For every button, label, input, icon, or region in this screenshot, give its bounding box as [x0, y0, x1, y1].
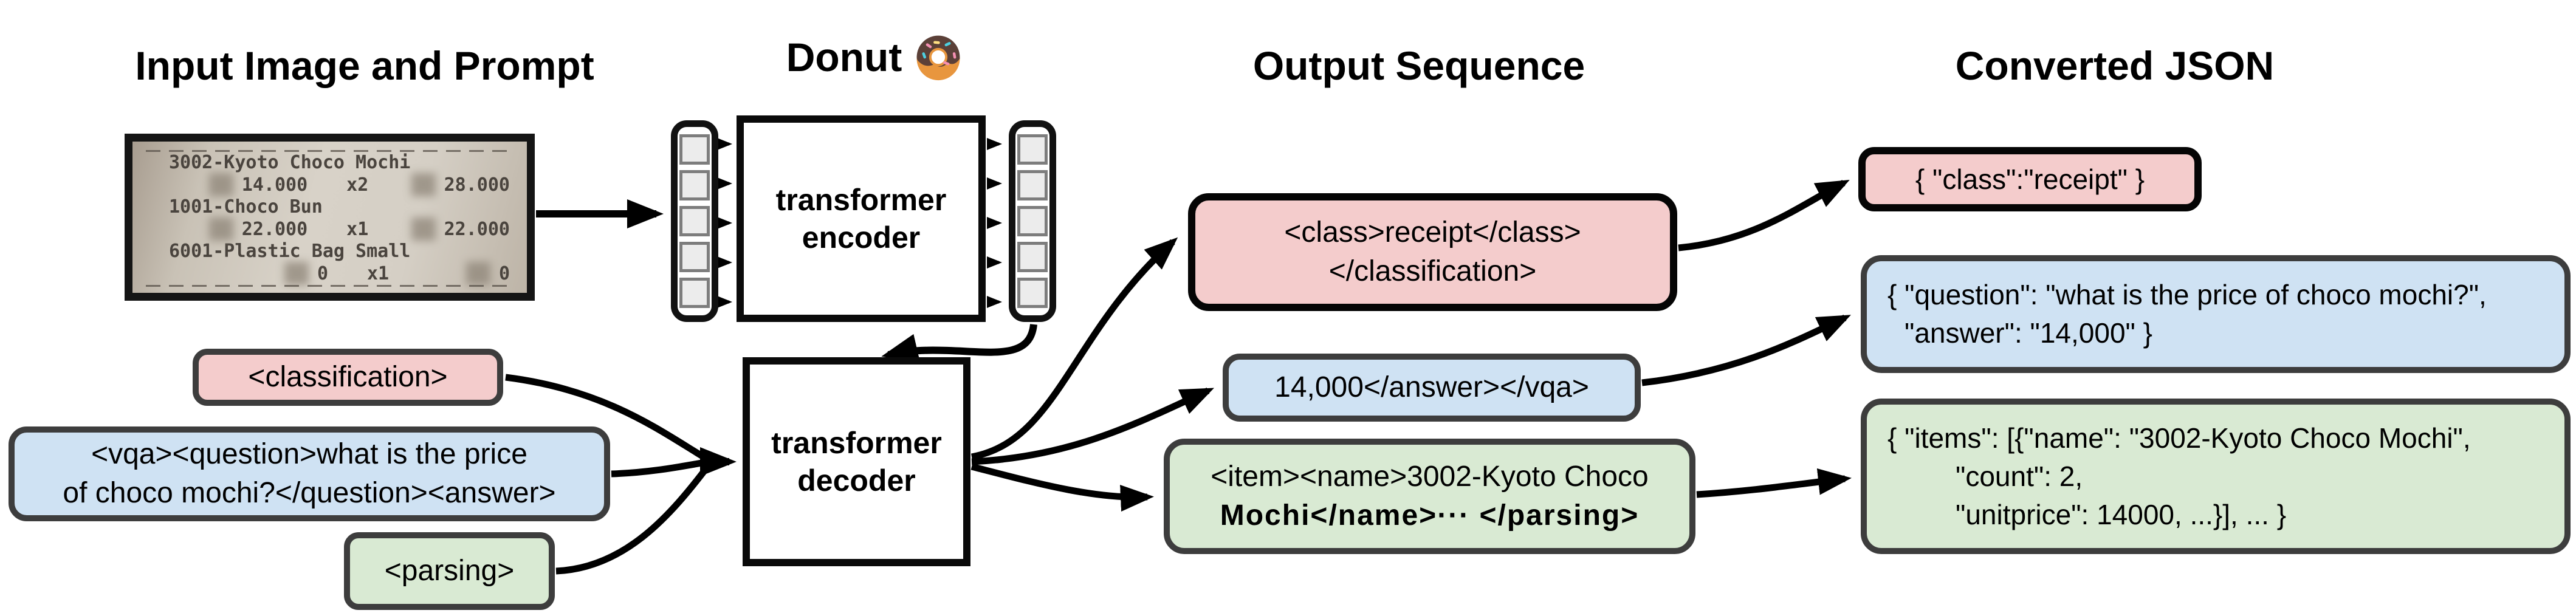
json-vqa-line2: "answer": "14,000" }	[1905, 317, 2153, 349]
receipt-qty: x2	[346, 174, 369, 196]
patch-token	[679, 170, 710, 200]
embedding-token	[1017, 170, 1048, 200]
receipt-divider	[146, 285, 513, 287]
json-classification-text: { "class":"receipt" }	[1915, 163, 2145, 195]
receipt-price: 0	[317, 262, 328, 284]
encoder-label-line2: encoder	[802, 221, 921, 255]
output-classification-box: <class>receipt</class> </classification>	[1188, 193, 1677, 311]
output-parsing-box: <item><name>3002-Kyoto Choco Mochi</name…	[1164, 439, 1695, 554]
receipt-price: 14.000	[241, 174, 308, 196]
receipt-image: 3002-Kyoto Choco Mochi 14.000 x2 28.000 …	[125, 134, 535, 301]
json-parsing-line2: "count": 2,	[1956, 460, 2083, 492]
donut-icon	[916, 35, 960, 81]
json-classification-box: { "class":"receipt" }	[1858, 147, 2202, 211]
json-vqa-box: { "question": "what is the price of choc…	[1861, 255, 2571, 373]
page-title-donut: Donut	[747, 32, 1003, 83]
decoder-box: transformer decoder	[743, 357, 970, 566]
arrow-decoder-to-parsing	[970, 463, 1154, 512]
output-vqa-box: 14,000</answer></vqa>	[1223, 354, 1641, 422]
prompt-vqa-line2: of choco mochi?</question><answer>	[63, 477, 556, 509]
arrow-parsing-to-json	[1696, 468, 1852, 498]
arrow-prompt-vqa	[611, 458, 709, 478]
prompt-classification-box: <classification>	[193, 349, 503, 406]
patch-column-input	[671, 120, 718, 322]
prompt-parsing-box: <parsing>	[344, 532, 555, 610]
patch-token	[679, 134, 710, 165]
decoder-label-line2: decoder	[797, 464, 916, 498]
arrow-decoder-to-classification	[970, 237, 1178, 461]
censor-patch	[411, 173, 436, 196]
receipt-qty: x1	[346, 218, 369, 240]
patch-token	[679, 206, 710, 236]
output-classification-line1: <class>receipt</class>	[1284, 216, 1581, 248]
donut-title-text: Donut	[786, 35, 902, 80]
prompt-classification-text: <classification>	[248, 361, 448, 393]
receipt-item-name: 3002-Kyoto Choco Mochi	[169, 152, 411, 173]
prompt-vqa-box: <vqa><question>what is the price of choc…	[9, 426, 610, 521]
receipt-total: 28.000	[444, 174, 510, 196]
output-vqa-text: 14,000</answer></vqa>	[1274, 371, 1589, 403]
page-title-json: Converted JSON	[1955, 43, 2275, 88]
encoder-label-line1: transformer	[775, 183, 947, 217]
output-parsing-line1: <item><name>3002-Kyoto Choco	[1211, 461, 1649, 493]
prompt-vqa-line1: <vqa><question>what is the price	[91, 438, 527, 470]
censor-patch	[284, 262, 309, 285]
receipt-item-numbers: 14.000 x2 28.000	[146, 173, 513, 196]
patch-token	[679, 242, 710, 272]
json-parsing-line1: { "items": [{"name": "3002-Kyoto Choco M…	[1887, 422, 2471, 454]
page-title-output: Output Sequence	[1252, 43, 1585, 88]
receipt-total: 22.000	[444, 218, 510, 240]
patch-column-output	[1009, 120, 1056, 322]
censor-patch	[411, 217, 436, 241]
json-parsing-line3: "unitprice": 14000, ...}], ... }	[1956, 498, 2287, 530]
json-parsing-box: { "items": [{"name": "3002-Kyoto Choco M…	[1861, 399, 2571, 554]
json-vqa-line1: { "question": "what is the price of choc…	[1887, 279, 2487, 310]
embedding-token	[1017, 242, 1048, 272]
embedding-token	[1017, 206, 1048, 236]
receipt-item-numbers: 0 x1 0	[146, 262, 513, 285]
receipt-item-numbers: 22.000 x1 22.000	[146, 217, 513, 241]
arrow-encoder-to-decoder	[881, 324, 1037, 363]
page-title-input: Input Image and Prompt	[135, 43, 594, 88]
censor-patch	[208, 173, 233, 196]
embedding-token	[1017, 134, 1048, 165]
encoder-box: transformer encoder	[737, 115, 986, 322]
receipt-item-name: 1001-Choco Bun	[169, 196, 323, 217]
censor-patch	[465, 262, 490, 285]
receipt-divider	[146, 150, 513, 152]
decoder-label-line1: transformer	[771, 426, 942, 460]
prompt-parsing-text: <parsing>	[384, 555, 515, 587]
embedding-token	[1017, 278, 1048, 308]
output-classification-line2: </classification>	[1328, 255, 1537, 287]
censor-patch	[208, 217, 233, 241]
output-parsing-line2: Mochi</name>··· </parsing>	[1220, 499, 1640, 532]
receipt-total: 0	[498, 262, 510, 284]
arrow-vqa-to-json	[1641, 315, 1851, 386]
patch-token	[679, 278, 710, 308]
receipt-item-name: 6001-Plastic Bag Small	[169, 241, 411, 262]
receipt-price: 22.000	[241, 218, 308, 240]
arrow-classification-to-json	[1678, 179, 1850, 252]
receipt-qty: x1	[367, 262, 390, 284]
